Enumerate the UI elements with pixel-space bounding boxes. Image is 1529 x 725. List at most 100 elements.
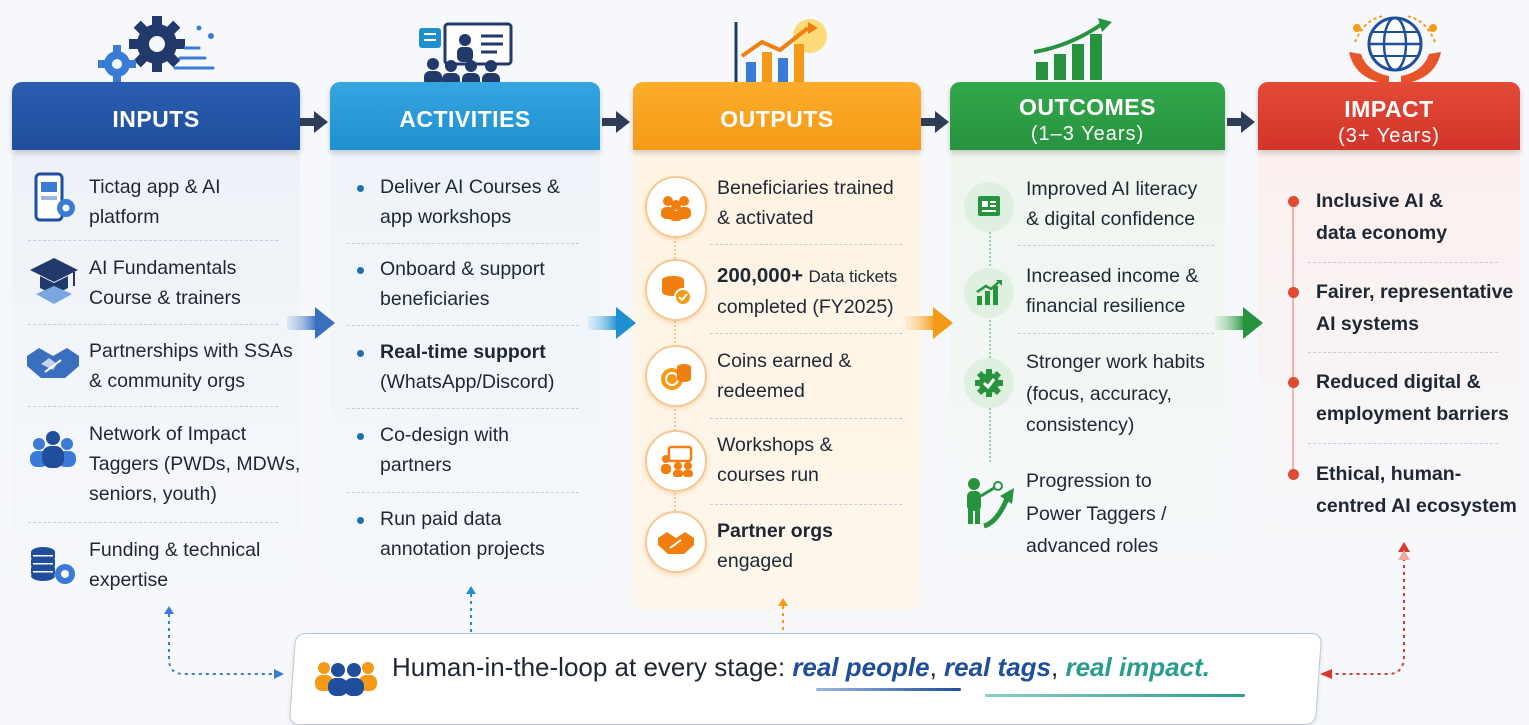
- outcomes-item-1: Improved AI literacy & digital confidenc…: [1026, 174, 1226, 234]
- outcomes-item-3-line2: (focus, accuracy,: [1026, 382, 1172, 405]
- inputs-panel: [12, 150, 300, 610]
- team-icon: [315, 662, 377, 696]
- activities-bullet-1: [357, 185, 364, 192]
- activities-header: ACTIVITIES: [330, 82, 600, 150]
- outputs-item-4-line2: courses run: [717, 464, 819, 486]
- impact-item-3-line2: employment barriers: [1316, 403, 1509, 425]
- outcomes-item-3-line1: Stronger work habits: [1026, 351, 1205, 373]
- activities-item-2-line1: Onboard & support: [380, 258, 545, 280]
- impact-title: IMPACT: [1344, 96, 1434, 122]
- flow-arrow-4: [1215, 307, 1263, 339]
- outputs-item-1-line1: Beneficiaries trained: [717, 177, 894, 199]
- activities-item-4-line1: Co-design with: [380, 424, 509, 446]
- inputs-divider-4: [28, 522, 278, 523]
- handshake-icon: [27, 348, 79, 378]
- impact-bullet-4: [1288, 469, 1299, 480]
- impact-item-1-line1: Inclusive AI &: [1316, 190, 1444, 212]
- people-icon: [661, 196, 691, 221]
- impact-bullet-2: [1288, 287, 1299, 298]
- impact-item-4: Ethical, human- centred AI ecosystem: [1316, 458, 1528, 522]
- activities-bullet-4: [357, 433, 364, 440]
- outputs-item-2-line2: completed (FY2025): [717, 296, 894, 318]
- feedback-connector-activities: [466, 586, 476, 634]
- impact-item-2: Fairer, representative AI systems: [1316, 276, 1526, 340]
- outcomes-item-3: Stronger work habits (focus, accuracy, c…: [1026, 347, 1226, 442]
- impact-item-1: Inclusive AI & data economy: [1316, 185, 1526, 249]
- activities-item-4: Co-design with partners: [380, 420, 590, 480]
- banner-sep2: ,: [1051, 652, 1066, 682]
- activities-item-3: Real-time support (WhatsApp/Discord): [380, 337, 590, 397]
- outcomes-item-1-line1: Improved AI literacy: [1026, 178, 1198, 200]
- impact-item-4-line1: Ethical, human-: [1316, 463, 1462, 485]
- activities-item-1: Deliver AI Courses & app workshops: [380, 172, 590, 232]
- activities-item-1-line2: app workshops: [380, 206, 512, 228]
- outcomes-item-2: Increased income & financial resilience: [1026, 261, 1226, 321]
- flow-arrow-3: [905, 307, 953, 339]
- impact-item-3: Reduced digital & employment barriers: [1316, 366, 1526, 430]
- inputs-title: INPUTS: [112, 106, 200, 132]
- outputs-item-2: 200,000+ Data tickets completed (FY2025): [717, 261, 922, 322]
- activities-bullet-2: [357, 267, 364, 274]
- inputs-divider-3: [28, 406, 278, 407]
- chart-growth-icon: [734, 19, 827, 86]
- activities-item-3-line1: Real-time support: [380, 341, 546, 363]
- people-group-icon: [30, 431, 76, 468]
- outcomes-icon-1-wrap: [964, 182, 1014, 232]
- feedback-connector-inputs: [164, 606, 284, 679]
- banner-part2: real tags: [944, 652, 1051, 682]
- activities-divider-4: [347, 492, 579, 493]
- flow-arrow-2: [588, 307, 636, 339]
- gear-check-icon: [975, 369, 1003, 397]
- person-arrow-icon: [967, 478, 1014, 529]
- activities-item-4-line2: partners: [380, 454, 452, 476]
- outcomes-divider-1: [1018, 245, 1214, 246]
- inputs-divider-2: [28, 324, 278, 325]
- outcomes-item-1-line2: & digital confidence: [1026, 208, 1196, 230]
- inputs-item-3: Partnerships with SSAs & community orgs: [89, 340, 293, 392]
- activities-item-2-line2: beneficiaries: [380, 288, 490, 310]
- outputs-icon-5-wrap: [645, 511, 707, 573]
- outcomes-item-4-line3: advanced roles: [1026, 535, 1159, 557]
- impact-subtitle: (3+ Years): [1338, 125, 1440, 147]
- outputs-icon-1-wrap: [645, 176, 707, 238]
- outputs-divider-2: [710, 333, 902, 334]
- banner-text: Human-in-the-loop at every stage: real p…: [392, 652, 1210, 683]
- impact-header: IMPACT (3+ Years): [1258, 82, 1520, 150]
- activities-divider-2: [347, 325, 579, 326]
- outcomes-divider-2: [1018, 333, 1214, 334]
- impact-item-2-line2: AI systems: [1316, 313, 1419, 335]
- impact-bullet-1: [1288, 196, 1299, 207]
- feedback-connector-impact: [1320, 542, 1410, 679]
- header-arrow-2: [602, 111, 630, 133]
- impact-bullet-3: [1288, 377, 1299, 388]
- inputs-item-4: Network of Impact Taggers (PWDs, MDWs, s…: [89, 423, 301, 505]
- outputs-icon-3-wrap: [645, 345, 707, 407]
- outputs-item-3-line1: Coins earned &: [717, 350, 852, 372]
- outputs-header: OUTPUTS: [633, 82, 921, 150]
- outputs-icon-4-wrap: [645, 430, 707, 492]
- inputs-item-5: Funding & technical expertise: [89, 539, 261, 591]
- outcomes-icon-3-wrap: [964, 358, 1014, 408]
- coins-icon: [661, 364, 691, 390]
- outcomes-item-2-line1: Increased income &: [1026, 265, 1199, 287]
- activities-bullet-3: [357, 350, 364, 357]
- header-arrow-1: [300, 111, 328, 133]
- outputs-item-1-line2: & activated: [717, 207, 814, 229]
- activities-title: ACTIVITIES: [399, 106, 531, 132]
- impact-item-4-line2: centred AI ecosystem: [1316, 495, 1517, 517]
- outputs-divider-1: [710, 244, 902, 245]
- outputs-item-1: Beneficiaries trained & activated: [717, 173, 917, 233]
- growth-chart-icon: [976, 280, 1002, 305]
- outcomes-subtitle: (1–3 Years): [1030, 123, 1145, 145]
- outputs-item-2-line1: Data tickets: [808, 267, 898, 286]
- certificate-icon: [978, 196, 1000, 216]
- presentation-icon: [419, 22, 513, 87]
- impact-item-1-line2: data economy: [1316, 222, 1448, 244]
- activities-item-3-line2: (WhatsApp/Discord): [380, 371, 555, 393]
- outputs-item-3-line2: redeemed: [717, 380, 805, 402]
- activities-divider-3: [347, 408, 579, 409]
- impact-connector-line: [1292, 205, 1294, 480]
- activities-panel: [330, 150, 600, 610]
- outcomes-connector-line: [989, 232, 991, 462]
- graduation-cap-icon: [30, 258, 78, 304]
